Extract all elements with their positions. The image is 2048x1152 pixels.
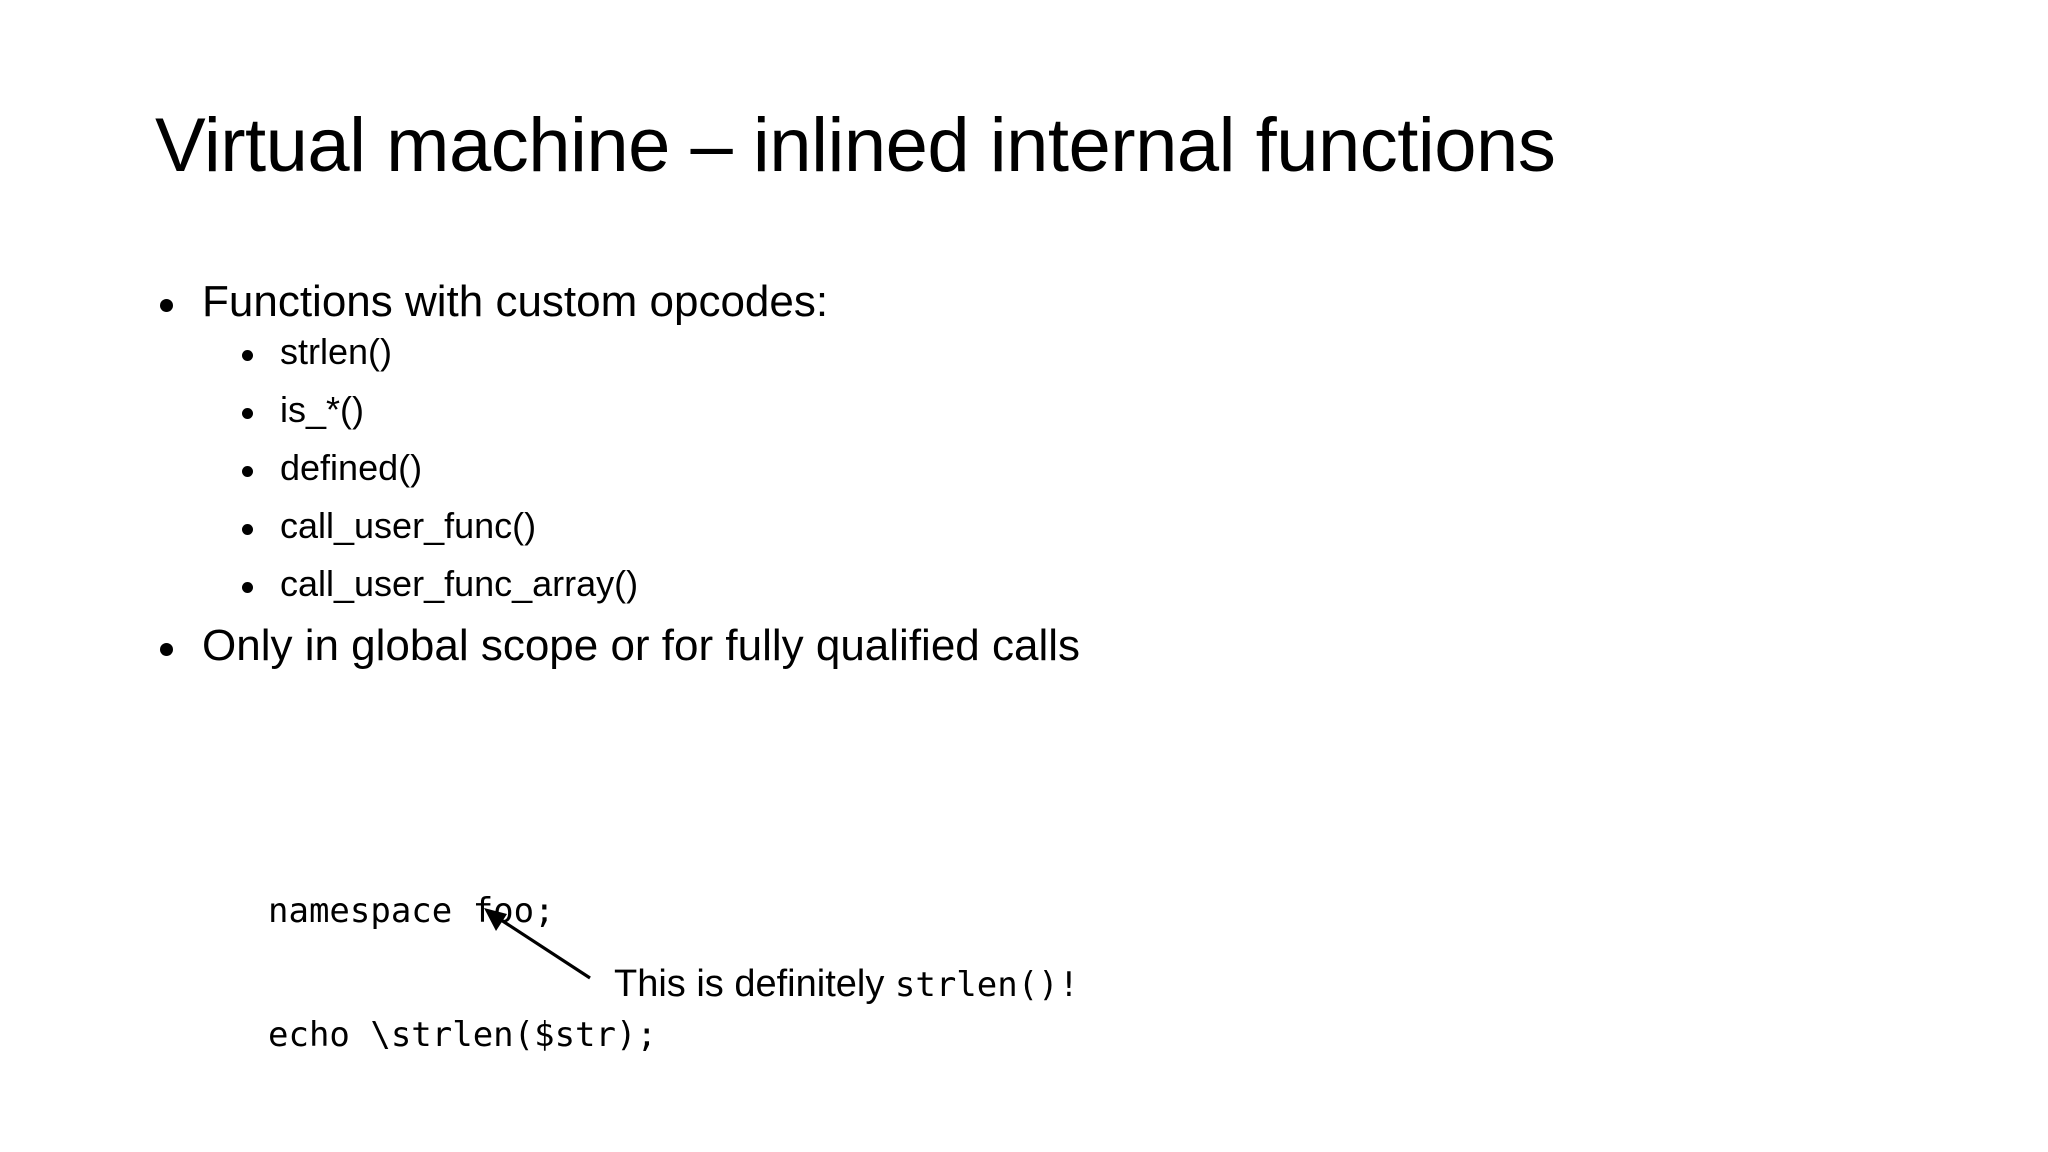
sub-bullet-list: strlen() is_*() defined() call_user_func… [150, 334, 1930, 602]
annotation-code: strlen()! [894, 965, 1080, 1005]
bullet-label: Only in global scope or for fully qualif… [202, 621, 1081, 670]
bullet-dot-icon [242, 582, 253, 594]
bullet-item-level2: call_user_func_array() [150, 566, 1930, 602]
code-line: namespace foo; [268, 890, 555, 931]
code-line: echo \strlen($str); [268, 1015, 657, 1056]
bullet-dot-icon [242, 408, 253, 420]
bullet-label: is_*() [280, 389, 365, 430]
bullet-item-level2: strlen() [150, 334, 1930, 370]
callout-arrow-icon [484, 908, 591, 980]
bullet-label: call_user_func_array() [280, 563, 639, 604]
code-sample: namespace foo; echo \strlen($str); [268, 808, 657, 1140]
page-title: Virtual machine – inlined internal funct… [155, 103, 1556, 188]
bullet-item-level2: defined() [150, 450, 1930, 486]
annotation-prefix: This is definitely [614, 963, 895, 1005]
bullet-dot-icon [160, 643, 173, 657]
bullet-label: call_user_func() [280, 505, 537, 546]
slide-body: Functions with custom opcodes: strlen() … [150, 280, 1930, 674]
bullet-item-level2: is_*() [150, 392, 1930, 428]
bullet-dot-icon [160, 299, 173, 313]
bullet-dot-icon [242, 524, 253, 536]
bullet-dot-icon [242, 466, 253, 478]
bullet-label: defined() [280, 447, 423, 488]
bullet-label: strlen() [280, 331, 393, 372]
bullet-item-level2: call_user_func() [150, 508, 1930, 544]
callout-annotation: This is definitely strlen()! [614, 965, 1079, 1003]
bullet-dot-icon [242, 350, 253, 362]
bullet-item-level1: Only in global scope or for fully qualif… [150, 624, 1930, 668]
bullet-item-level1: Functions with custom opcodes: [150, 280, 1930, 324]
bullet-label: Functions with custom opcodes: [202, 277, 829, 326]
